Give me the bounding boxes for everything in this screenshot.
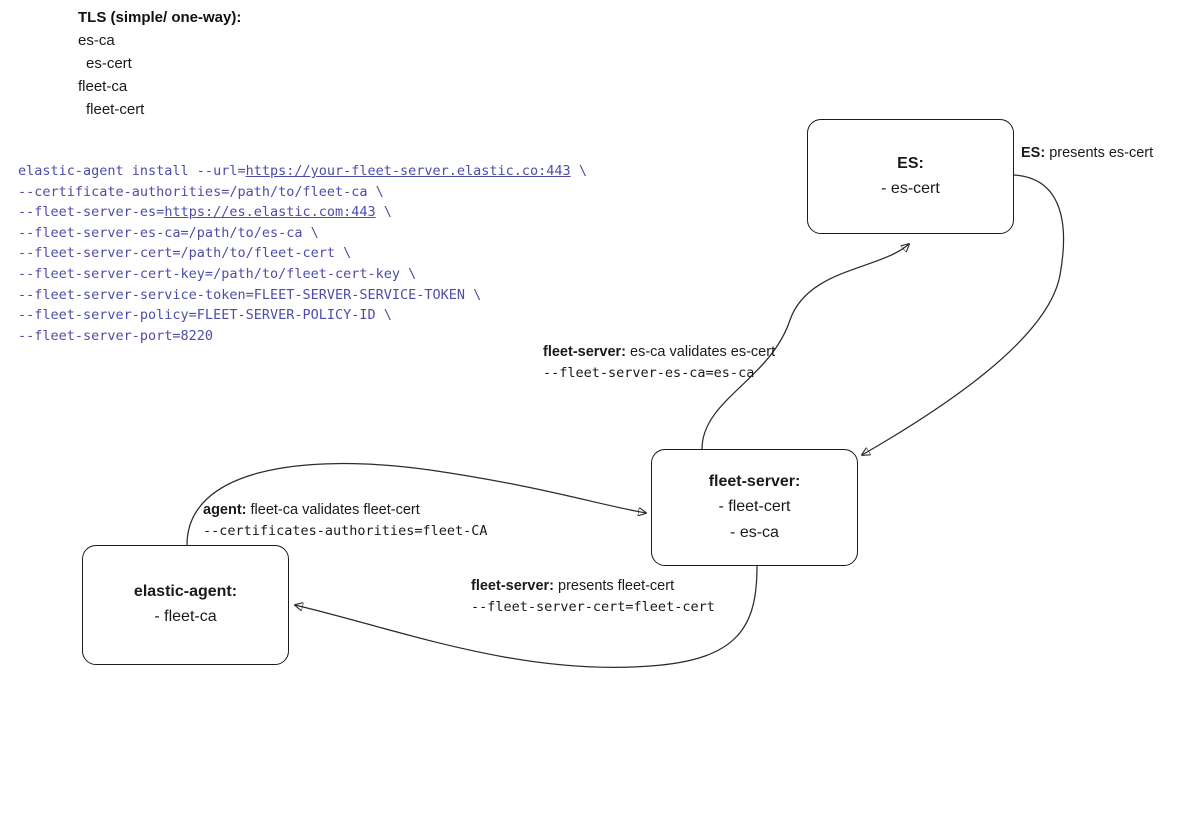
node-fleet-server-title: fleet-server: [708, 472, 801, 490]
command-line-9: --fleet-server-port=8220 [18, 326, 587, 347]
node-es[interactable]: ES: - es-cert [807, 119, 1014, 234]
command-text: --fleet-server-cert=/path/to/fleet-cert … [18, 245, 352, 262]
node-elastic-agent-title: elastic-agent: [133, 583, 238, 600]
edge-label-es-presents-rest: presents es-cert [1045, 145, 1154, 161]
command-text: --fleet-server-es= [18, 204, 165, 221]
node-elastic-agent-line-1: - fleet-ca [154, 608, 217, 625]
edge-label-es-presents: ES: presents es-cert [1021, 143, 1153, 164]
command-line-3: --fleet-server-es=https://es.elastic.com… [18, 202, 587, 223]
command-line-1: elastic-agent install --url=https://your… [18, 161, 587, 182]
edge-label-fleet-server-presents-bold: fleet-server: [471, 578, 555, 594]
tls-legend-item-es-cert: es-cert [86, 55, 132, 72]
command-text: \ [570, 163, 587, 179]
node-fleet-server[interactable]: fleet-server: - fleet-cert - es-ca [651, 449, 858, 566]
node-es-title: ES: [897, 154, 924, 172]
edge-label-fleet-server-validates-bold: fleet-server: [543, 344, 627, 360]
tls-legend-item-es-ca: es-ca [78, 32, 115, 49]
tls-legend: TLS (simple/ one-way): es-ca es-cert fle… [78, 6, 241, 121]
edge-label-fleet-server-presents: fleet-server: presents fleet-cert --flee… [471, 576, 715, 618]
command-line-2: --certificate-authorities=/path/to/fleet… [18, 182, 587, 203]
tls-legend-item-fleet-ca: fleet-ca [78, 78, 128, 95]
command-line-5: --fleet-server-cert=/path/to/fleet-cert … [18, 243, 587, 264]
edge-label-agent-validates-rest: fleet-ca validates fleet-cert [246, 502, 420, 518]
node-fleet-server-line-2: - es-ca [730, 523, 779, 541]
tls-legend-title: TLS (simple/ one-way): [78, 9, 242, 26]
command-text: elastic-agent install --url= [18, 163, 246, 179]
command-text: --fleet-server-port=8220 [18, 327, 214, 344]
command-text: --fleet-server-es-ca=/path/to/es-ca \ [18, 224, 319, 241]
tls-legend-item-fleet-cert: fleet-cert [86, 101, 145, 118]
command-text: --fleet-server-policy=FLEET-SERVER-POLIC… [18, 307, 392, 324]
edge-label-fleet-server-validates-rest: es-ca validates es-cert [626, 344, 776, 360]
command-text: --fleet-server-cert-key=/path/to/fleet-c… [18, 265, 417, 282]
edge-label-fleet-server-validates-flag: --fleet-server-es-ca=es-ca [543, 365, 755, 381]
command-line-6: --fleet-server-cert-key=/path/to/fleet-c… [18, 264, 587, 285]
node-elastic-agent[interactable]: elastic-agent: - fleet-ca [82, 545, 289, 665]
command-text: \ [375, 204, 392, 221]
edge-label-fleet-server-validates: fleet-server: es-ca validates es-cert --… [543, 342, 775, 384]
command-line-7: --fleet-server-service-token=FLEET-SERVE… [18, 285, 587, 306]
node-es-line-1: - es-cert [881, 179, 940, 197]
command-line-8: --fleet-server-policy=FLEET-SERVER-POLIC… [18, 305, 587, 326]
edge-label-agent-validates-flag: --certificates-authorities=fleet-CA [203, 523, 488, 539]
command-link[interactable]: https://es.elastic.com:443 [164, 204, 376, 221]
edge-label-fleet-server-presents-flag: --fleet-server-cert=fleet-cert [471, 599, 715, 615]
command-link[interactable]: https://your-fleet-server.elastic.co:443 [245, 163, 571, 179]
edge-label-agent-validates-bold: agent: [203, 502, 247, 518]
install-command-block: elastic-agent install --url=https://your… [18, 161, 587, 346]
command-line-4: --fleet-server-es-ca=/path/to/es-ca \ [18, 223, 587, 244]
edge-label-es-presents-bold: ES: [1021, 145, 1046, 161]
edge-label-agent-validates: agent: fleet-ca validates fleet-cert --c… [203, 500, 487, 542]
node-fleet-server-line-1: - fleet-cert [718, 497, 791, 515]
command-text: --certificate-authorities=/path/to/fleet… [18, 183, 384, 200]
command-text: --fleet-server-service-token=FLEET-SERVE… [18, 286, 482, 303]
edge-label-fleet-server-presents-rest: presents fleet-cert [554, 578, 675, 594]
